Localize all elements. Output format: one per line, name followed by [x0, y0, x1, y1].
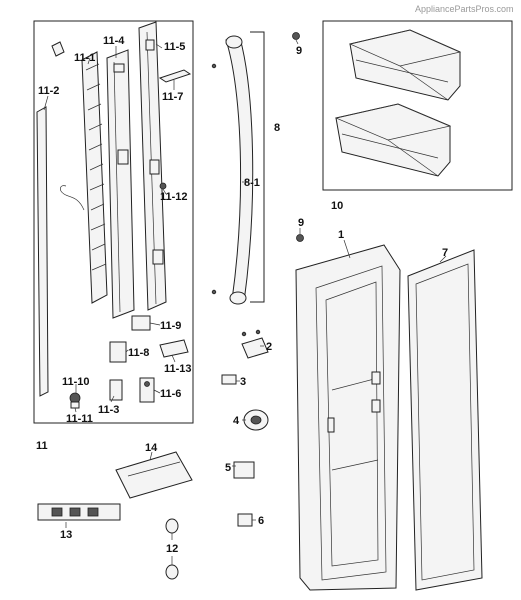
- group-box-11: [33, 20, 194, 424]
- label-5: 5: [225, 462, 231, 474]
- label-11-3: 11-3: [98, 404, 119, 416]
- label-13: 13: [60, 529, 72, 541]
- part-1-door: [295, 244, 401, 591]
- part-14-detail: [127, 461, 181, 477]
- part-2-screw-b: [255, 329, 261, 335]
- part-13-connector-c: [87, 507, 99, 517]
- label-11-11: 11-11: [66, 413, 93, 425]
- part-9-screw-top: [292, 32, 300, 40]
- bracket-8: [250, 31, 265, 303]
- handle-screw-top: [211, 63, 217, 69]
- label-11-12: 11-12: [160, 191, 188, 203]
- bar-clip-low: [152, 249, 164, 265]
- grille-slots: [85, 63, 107, 271]
- label-11-8: 11-8: [128, 347, 149, 359]
- part-4-hub: [250, 415, 262, 425]
- part-12-cap-bottom: [165, 564, 179, 580]
- wire-harness: [60, 185, 85, 211]
- label-1: 1: [338, 229, 344, 241]
- part-2-screw-a: [241, 331, 247, 337]
- part-12-cap-top: [165, 518, 179, 534]
- label-11: 11: [36, 440, 48, 452]
- channel-clip-mid: [117, 149, 129, 165]
- leader-lines: [43, 39, 447, 565]
- part-6: [237, 513, 253, 527]
- part-10-bin-lower: [334, 103, 452, 177]
- part-11-11: [70, 401, 80, 409]
- part-11-2-strip: [36, 106, 49, 397]
- bar-clip-top: [145, 39, 155, 51]
- label-3: 3: [240, 376, 246, 388]
- part-11-8: [109, 341, 127, 363]
- channel-inner-edge: [113, 61, 121, 313]
- part-9-screw-bottom: [296, 234, 304, 242]
- part-11-9: [131, 315, 151, 331]
- label-11-13: 11-13: [164, 363, 192, 375]
- label-9-top: 9: [296, 45, 302, 57]
- part-11-12-screw: [159, 182, 167, 190]
- watermark: AppliancePartsPros.com: [415, 4, 514, 14]
- part-13-connector-b: [69, 507, 81, 517]
- handle-cap-top: [225, 35, 243, 49]
- channel-clip-top: [113, 63, 125, 73]
- label-8-1: 8-1: [244, 177, 260, 189]
- part-5: [233, 461, 255, 479]
- part-11-13: [159, 339, 189, 358]
- group-box-10: [322, 20, 513, 191]
- handle-screw-bottom: [211, 289, 217, 295]
- label-4: 4: [233, 415, 240, 427]
- label-12: 12: [166, 543, 178, 555]
- label-11-2: 11-2: [38, 85, 59, 97]
- handle-cap-bottom: [229, 291, 247, 305]
- part-11-1-grille: [81, 51, 108, 304]
- label-14: 14: [145, 442, 158, 454]
- label-11-4: 11-4: [103, 35, 125, 47]
- part-2: [241, 337, 269, 359]
- label-11-5: 11-5: [164, 41, 185, 53]
- label-11-9: 11-9: [160, 320, 181, 332]
- label-7: 7: [442, 247, 448, 259]
- part-7-gasket: [407, 249, 483, 591]
- bar-clip-mid: [149, 159, 160, 175]
- part-cap-small: [51, 41, 65, 57]
- label-8: 8: [274, 122, 280, 134]
- label-6: 6: [258, 515, 264, 527]
- label-11-7: 11-7: [162, 91, 183, 103]
- part-10-bin-upper: [348, 29, 462, 101]
- part-11-7: [158, 69, 192, 83]
- part-8-1-handle: [225, 37, 254, 303]
- part-11-3: [109, 379, 123, 401]
- part-3: [221, 374, 237, 385]
- label-11-10: 11-10: [62, 376, 90, 388]
- label-11-6: 11-6: [160, 388, 181, 400]
- label-10: 10: [331, 200, 343, 212]
- part-11-4-channel: [106, 49, 135, 319]
- hinge-pin: [144, 381, 150, 387]
- part-13-connector-a: [51, 507, 63, 517]
- label-9-bottom: 9: [298, 217, 304, 229]
- label-2: 2: [266, 341, 272, 353]
- part-14: [115, 451, 193, 499]
- label-11-1: 11-1: [74, 52, 95, 64]
